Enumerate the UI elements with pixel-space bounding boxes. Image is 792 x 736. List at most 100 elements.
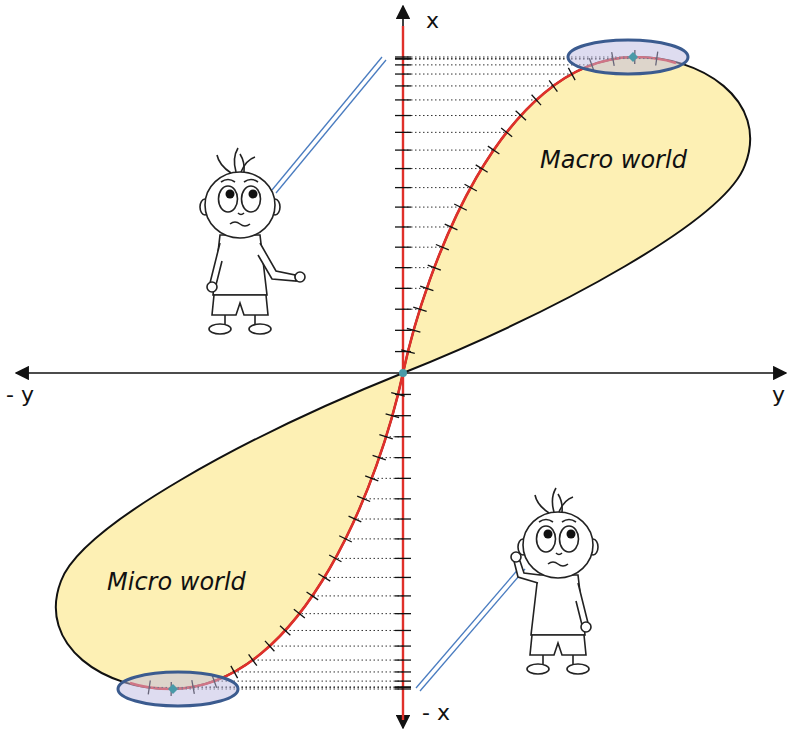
- world-lobe: Micro world: [40, 370, 406, 710]
- axis-label: - y: [4, 382, 36, 407]
- eyebrow: [221, 180, 235, 183]
- axis-tick: [395, 613, 411, 614]
- lobe-outline: [403, 57, 750, 373]
- axis-tick: [395, 56, 411, 57]
- shoe: [249, 324, 271, 334]
- legs: [543, 655, 573, 665]
- legs: [225, 315, 255, 325]
- shorts: [530, 635, 586, 655]
- lobe-shape: [403, 40, 765, 376]
- axis-tick: [395, 457, 411, 458]
- axis-tick: [395, 187, 411, 188]
- axis-tick: [395, 226, 411, 227]
- lobe-outline: [56, 373, 403, 689]
- pupil: [249, 190, 258, 199]
- axis-tick: [395, 577, 411, 578]
- axis-tick: [395, 85, 411, 86]
- axis-tick: [395, 168, 411, 169]
- eye: [242, 186, 261, 212]
- nose: [238, 213, 244, 215]
- hair: [552, 488, 556, 512]
- axis-tick: [395, 288, 411, 289]
- highlight-ellipse: [118, 672, 238, 706]
- mapping-line: [335, 558, 403, 559]
- hair: [558, 494, 562, 512]
- eyebrow: [244, 180, 258, 183]
- mapping-line: [403, 187, 471, 188]
- hair: [240, 154, 244, 172]
- axis-tick: [395, 498, 411, 499]
- axis-tick: [395, 309, 411, 310]
- axis-tick: [395, 687, 411, 688]
- mapping-line: [285, 630, 403, 631]
- axis-label: y: [770, 382, 787, 407]
- shoe: [527, 664, 549, 674]
- point-marker: [168, 684, 178, 694]
- pupil: [226, 190, 235, 199]
- axis-tick: [395, 478, 411, 479]
- mapping-line: [403, 64, 592, 65]
- hand: [295, 272, 305, 282]
- axis-tick: [395, 330, 411, 331]
- mapping-line: [299, 613, 403, 614]
- axis-tick: [395, 351, 411, 352]
- hair: [535, 495, 549, 513]
- axis-tick: [395, 394, 411, 395]
- axis-tick: [395, 630, 411, 631]
- axis-tick: [395, 73, 411, 74]
- hand: [207, 282, 217, 292]
- arm: [210, 243, 222, 285]
- axis-tick: [395, 267, 411, 268]
- shoe: [209, 324, 231, 334]
- axis-label: x: [424, 8, 441, 33]
- hand: [581, 622, 591, 632]
- axis-tick: [395, 415, 411, 416]
- world-lobe: Macro world: [403, 40, 765, 376]
- arm: [258, 243, 296, 281]
- hair: [234, 148, 238, 172]
- mapping-line: [403, 115, 521, 116]
- mapping-line: [324, 577, 403, 578]
- axis-tick: [395, 115, 411, 116]
- eye: [537, 526, 556, 552]
- arm: [576, 583, 588, 625]
- mapping-line: [270, 646, 403, 647]
- head: [523, 512, 593, 578]
- pupil: [544, 530, 553, 539]
- cartoon-figure: [200, 148, 305, 334]
- shorts: [212, 295, 268, 315]
- mapping-line: [346, 538, 403, 539]
- axis-tick: [395, 99, 411, 100]
- highlight-ellipse: [568, 40, 688, 74]
- point-marker: [628, 52, 638, 62]
- axis-tick: [395, 436, 411, 437]
- leader-line: [276, 60, 386, 193]
- axis-tick: [395, 64, 411, 65]
- lobe-shape: [40, 370, 406, 710]
- mapping-line: [403, 74, 572, 75]
- axis-tick: [395, 645, 411, 646]
- axis-tick: [395, 518, 411, 519]
- pupil: [567, 530, 576, 539]
- mapping-line: [403, 150, 494, 151]
- mapping-line: [403, 168, 482, 169]
- hair: [217, 155, 231, 173]
- axis-tick: [395, 671, 411, 672]
- eye: [219, 186, 238, 212]
- cartoon-figure: [511, 488, 598, 674]
- mapping-line: [234, 671, 403, 672]
- leader-line: [416, 566, 521, 688]
- axis-label: - x: [420, 700, 452, 725]
- axis-tick: [395, 680, 411, 681]
- mouth: [230, 222, 250, 226]
- mapping-line: [253, 660, 403, 661]
- region-label: Macro world: [540, 146, 687, 174]
- mapping-line: [403, 132, 507, 133]
- eyebrow: [562, 520, 576, 523]
- leader-line: [420, 569, 525, 691]
- axis-tick: [395, 58, 411, 59]
- mapping-line: [403, 207, 460, 208]
- axis-tick: [395, 686, 411, 687]
- axis-tick: [395, 558, 411, 559]
- axis-tick: [395, 659, 411, 660]
